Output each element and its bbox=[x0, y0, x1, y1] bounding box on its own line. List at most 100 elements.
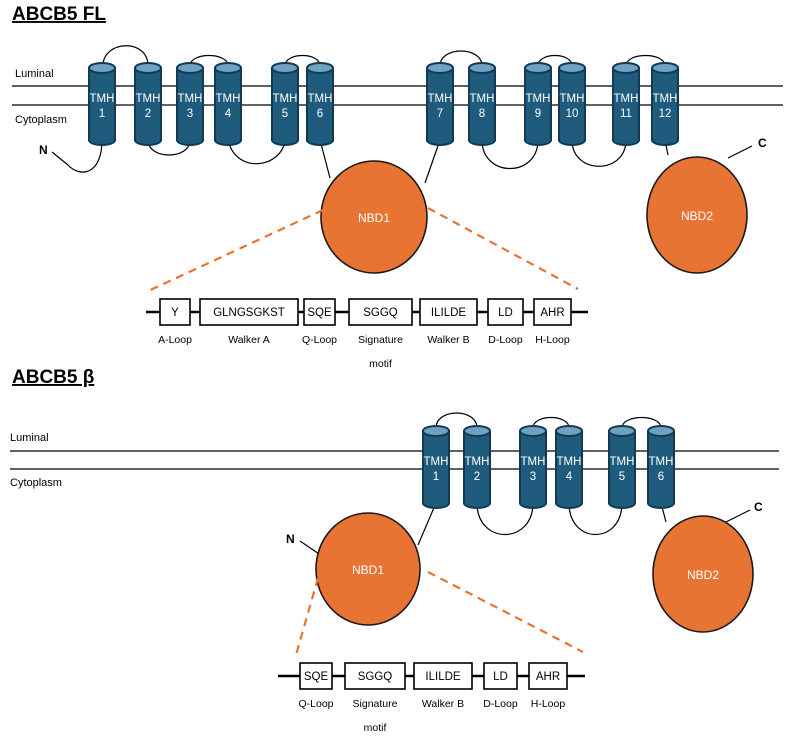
beta-motif-1-box bbox=[299, 662, 333, 690]
beta-tmh-6-fill bbox=[649, 431, 673, 502]
fl-loop-10-11 bbox=[571, 139, 627, 167]
beta-title: ABCB5 β bbox=[12, 367, 94, 388]
fl-tmh-10: TMH 10 bbox=[558, 62, 586, 146]
fl-tmh-8-cap bbox=[468, 62, 496, 74]
fl-tmh-5-fill bbox=[273, 68, 297, 139]
beta-loop-2-3 bbox=[476, 502, 534, 536]
fl-motif-4-box bbox=[348, 298, 413, 326]
fl-nbd2 bbox=[646, 156, 748, 274]
beta-tmh-6-cap bbox=[647, 425, 675, 437]
fl-tmh-7-label: TMH bbox=[428, 93, 453, 105]
fl-tmh-12-label: TMH bbox=[653, 93, 678, 105]
fl-motif-5-sequence: ILILDE bbox=[431, 307, 466, 319]
beta-nbd1-label: NBD1 bbox=[352, 563, 384, 577]
fl-motif-6: LDD-Loop bbox=[487, 298, 524, 346]
beta-motif-5-sequence: AHR bbox=[536, 671, 560, 683]
beta-motif-1-caption: Q-Loop bbox=[298, 698, 333, 710]
fl-tmh-3-fill bbox=[178, 68, 202, 139]
beta-zoom-right-dash bbox=[427, 571, 584, 653]
beta-motif-4: LD D-Loop bbox=[483, 662, 518, 710]
beta-motif-5-box bbox=[528, 662, 568, 690]
fl-tmh-1-cap bbox=[88, 62, 116, 74]
beta-motif-4-caption: D-Loop bbox=[483, 698, 518, 710]
fl-tmh-12-number: 12 bbox=[659, 108, 672, 120]
fl-motif-7-caption: H-Loop bbox=[535, 334, 570, 346]
fl-tmh-10-number: 10 bbox=[566, 108, 579, 120]
fl-tmh-10-label: TMH bbox=[560, 93, 585, 105]
fl-motif-6-caption: D-Loop bbox=[488, 334, 523, 346]
fl-tmh-11-cap bbox=[612, 62, 640, 74]
fl-tmh-12: TMH 12 bbox=[651, 62, 679, 146]
fl-motif-1-caption: A-Loop bbox=[158, 334, 192, 346]
beta-motif-2-sequence: SGGQ bbox=[358, 671, 393, 683]
fl-zoom-left-dash bbox=[145, 209, 324, 293]
fl-tmh-7-fill bbox=[428, 68, 452, 139]
beta-tmh-2-cap bbox=[463, 425, 491, 437]
fl-motif-4-sequence: SGGQ bbox=[363, 307, 398, 319]
beta-c-terminus: C bbox=[754, 500, 763, 514]
beta-motif-3-box bbox=[413, 662, 473, 690]
beta-tmh-2-fill bbox=[465, 431, 489, 502]
fl-tmh-4-cap bbox=[214, 62, 242, 74]
beta-motif-2-caption-line2: motif bbox=[364, 722, 387, 734]
fl-motif-6-box bbox=[487, 298, 524, 326]
fl-loop-8-9 bbox=[481, 139, 539, 170]
fl-motif-7-box bbox=[533, 298, 572, 326]
beta-tmh-5-number: 5 bbox=[619, 471, 625, 483]
beta-motif-3-caption: Walker B bbox=[422, 698, 464, 710]
fl-luminal-label: Luminal bbox=[15, 68, 54, 80]
fl-n-tail bbox=[51, 139, 103, 173]
beta-motif-4-sequence: LD bbox=[493, 671, 508, 683]
beta-tmh-4-fill bbox=[557, 431, 581, 502]
fl-tmh-5-label: TMH bbox=[273, 93, 298, 105]
fl-cytoplasm-label: Cytoplasm bbox=[15, 114, 67, 126]
fl-tmh-1-number: 1 bbox=[99, 108, 105, 120]
fl-tmh-7-number: 7 bbox=[437, 108, 443, 120]
beta-tmh-1-label: TMH bbox=[424, 456, 449, 468]
fl-motif-3-sequence: SQE bbox=[307, 307, 332, 319]
beta-motif-2-box bbox=[344, 662, 406, 690]
beta-tmh-5-fill bbox=[610, 431, 634, 502]
beta-tmh-1-fill bbox=[424, 431, 448, 502]
beta-loop-1-2 bbox=[435, 412, 478, 429]
fl-tmh-7-cap bbox=[426, 62, 454, 74]
fl-motif-3-box bbox=[303, 298, 336, 326]
fl-motif-2-sequence: GLNGSGKST bbox=[213, 307, 285, 319]
beta-luminal-label: Luminal bbox=[10, 432, 49, 444]
fl-c-tail bbox=[727, 145, 753, 159]
beta-tmh-5-cap bbox=[608, 425, 636, 437]
fl-tmh-6-number: 6 bbox=[317, 108, 323, 120]
fl-tmh-8-fill bbox=[470, 68, 494, 139]
beta-tmh-1-number: 1 bbox=[433, 471, 439, 483]
fl-motif-4-caption-line2: motif bbox=[369, 358, 392, 370]
fl-loop-4-5 bbox=[227, 139, 286, 165]
fl-tmh-6-fill bbox=[308, 68, 332, 139]
beta-tmh-1-cap bbox=[422, 425, 450, 437]
fl-tmh-9-number: 9 bbox=[535, 108, 541, 120]
fl-motif-2-box bbox=[199, 298, 299, 326]
beta-n-terminus: N bbox=[286, 532, 295, 546]
fl-tmh-2-label: TMH bbox=[136, 93, 161, 105]
beta-motif-4-box bbox=[483, 662, 518, 690]
beta-tmh-6-label: TMH bbox=[649, 456, 674, 468]
fl-tmh-12-cap bbox=[651, 62, 679, 74]
fl-tmh-4-label: TMH bbox=[216, 93, 241, 105]
fl-tmh-1-fill bbox=[90, 68, 114, 139]
fl-tmh-10-cap bbox=[558, 62, 586, 74]
beta-tmh-2-label: TMH bbox=[465, 456, 490, 468]
fl-link-nbd1-7 bbox=[424, 139, 441, 184]
beta-nbd2 bbox=[652, 515, 754, 633]
fl-tmh-3-number: 3 bbox=[187, 108, 193, 120]
fl-motif-4-caption: Signature bbox=[358, 334, 403, 346]
